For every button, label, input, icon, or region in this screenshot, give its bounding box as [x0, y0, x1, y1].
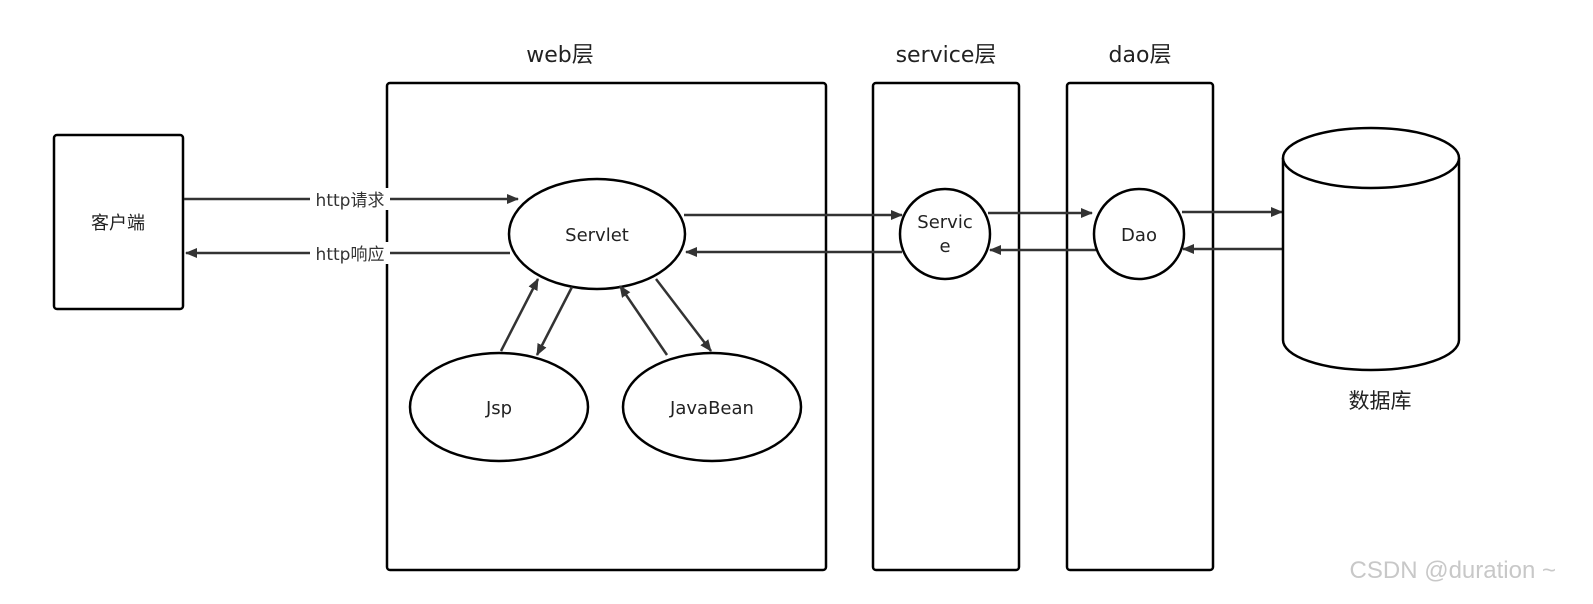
- servlet-to-javabean-arrow: [655, 278, 712, 352]
- servlet-to-jsp-arrow: [535, 286, 574, 356]
- http-response-label: http响应: [316, 245, 385, 265]
- service-label-line1: Servic: [917, 212, 972, 233]
- servlet-node: [507, 177, 687, 291]
- database-label: 数据库: [1349, 389, 1412, 413]
- dao-label: Dao: [1121, 225, 1157, 246]
- service-label-line2: e: [939, 236, 950, 257]
- web-layer-title: web层: [526, 43, 594, 68]
- javabean-label: JavaBean: [669, 398, 754, 419]
- service-layer-box: [871, 81, 1021, 572]
- javabean-node: [621, 351, 803, 463]
- watermark: CSDN @duration ~: [1350, 557, 1556, 584]
- client-label: 客户端: [91, 213, 145, 234]
- jsp-to-servlet-arrow: [499, 278, 540, 352]
- http-request-label-bg: [310, 188, 390, 210]
- service-layer-title: service层: [896, 43, 997, 68]
- dao-layer-box: [1065, 81, 1215, 572]
- http-response-label-bg: [310, 242, 390, 264]
- dao-node: [1092, 187, 1186, 281]
- http-request-label: http请求: [316, 191, 385, 211]
- jsp-node: [408, 351, 590, 463]
- web-layer-box: [385, 81, 828, 572]
- dao-layer-title: dao层: [1109, 43, 1172, 68]
- service-node: [898, 187, 992, 281]
- database-icon: [1281, 126, 1461, 372]
- javabean-to-servlet-arrow: [618, 285, 669, 356]
- jsp-label: Jsp: [485, 398, 512, 419]
- servlet-label: Servlet: [565, 225, 629, 246]
- client-box: [52, 133, 185, 311]
